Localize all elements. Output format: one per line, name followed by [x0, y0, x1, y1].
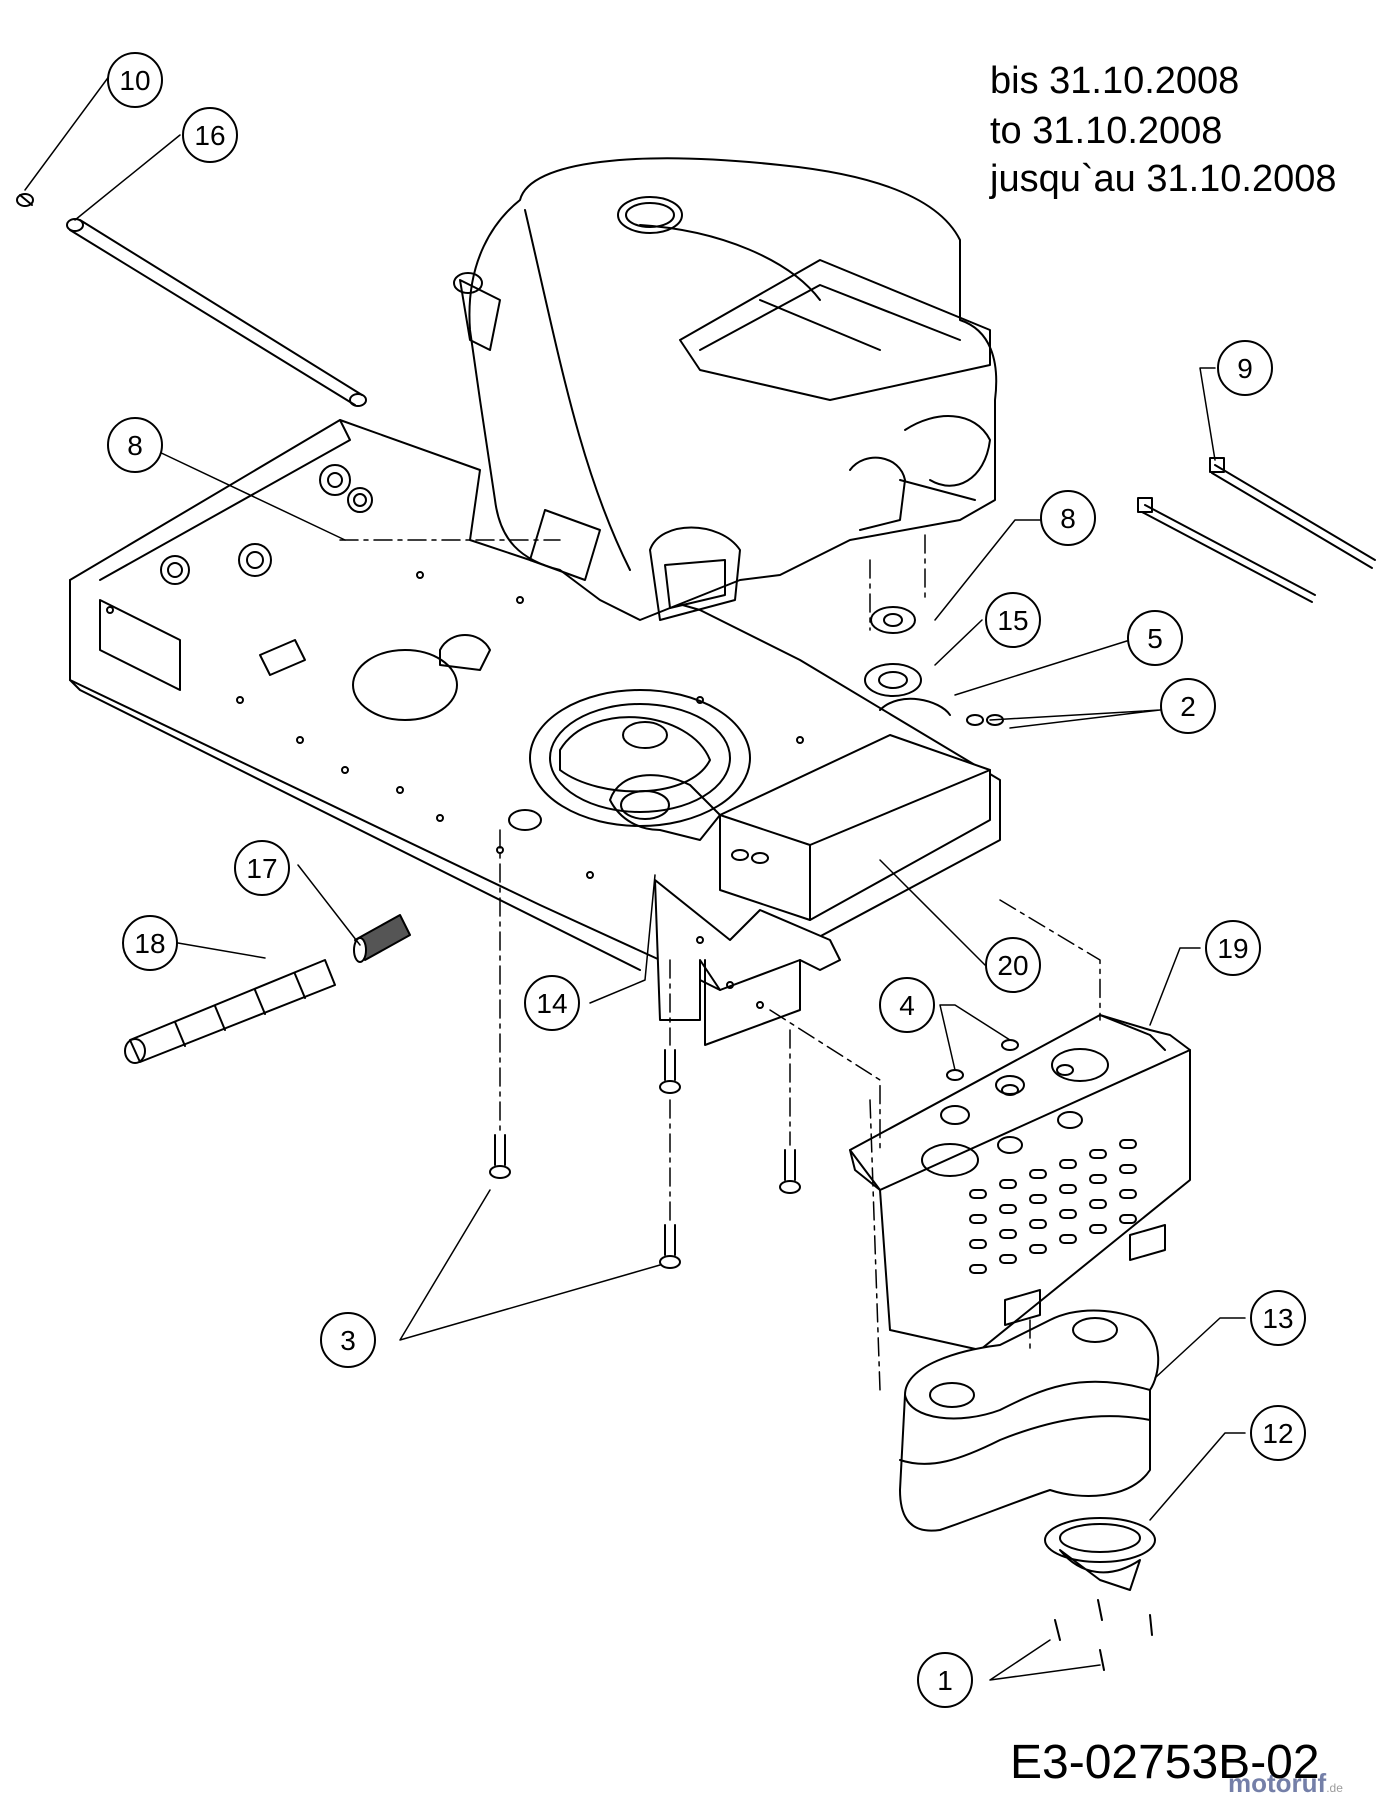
callout-2: 2 [1160, 678, 1216, 734]
callout-20: 20 [985, 937, 1041, 993]
callout-9: 9 [1217, 340, 1273, 396]
watermark-brand: motoruf [1228, 1768, 1327, 1798]
callout-3: 3 [320, 1312, 376, 1368]
svg-text:12: 12 [1262, 1418, 1293, 1449]
note-line-en: to 31.10.2008 [990, 110, 1223, 152]
cable-ties-9 [1137, 457, 1376, 603]
svg-text:4: 4 [899, 990, 915, 1021]
svg-text:3: 3 [340, 1325, 356, 1356]
svg-text:19: 19 [1217, 933, 1248, 964]
muffler [899, 1309, 1160, 1532]
svg-text:1: 1 [937, 1665, 953, 1696]
callout-1: 1 [917, 1652, 973, 1708]
svg-text:14: 14 [536, 988, 567, 1019]
callout-10: 10 [107, 52, 163, 108]
heat-shield [849, 1014, 1191, 1351]
svg-text:9: 9 [1237, 353, 1253, 384]
watermark-suffix: .de [1326, 1781, 1343, 1795]
svg-text:20: 20 [997, 950, 1028, 981]
callout-14: 14 [524, 975, 580, 1031]
svg-text:16: 16 [194, 120, 225, 151]
watermark: motoruf.de [1228, 1768, 1343, 1799]
svg-text:2: 2 [1180, 691, 1196, 722]
callout-4: 4 [879, 977, 935, 1033]
svg-text:18: 18 [134, 928, 165, 959]
svg-text:8: 8 [1060, 503, 1076, 534]
leader-lines [24, 74, 1246, 1681]
tube-16 [66, 218, 367, 407]
svg-text:13: 13 [1262, 1303, 1293, 1334]
callout-12: 12 [1250, 1405, 1306, 1461]
hose-18 [124, 959, 336, 1064]
exhaust-pipe [609, 606, 991, 921]
muffler-bracket [654, 879, 841, 1046]
exhaust-deflector [1044, 1517, 1156, 1591]
svg-text:15: 15 [997, 605, 1028, 636]
engine [453, 157, 998, 621]
svg-text:17: 17 [246, 853, 277, 884]
note-line-de: bis 31.10.2008 [990, 60, 1240, 102]
svg-text:10: 10 [119, 65, 150, 96]
svg-text:8: 8 [127, 430, 143, 461]
callout-8: 8 [1040, 490, 1096, 546]
callout-15: 15 [985, 592, 1041, 648]
connector-17 [353, 914, 411, 963]
callouts: 10 16 8 9 8 15 5 2 17 18 14 20 19 4 13 1… [107, 52, 1306, 1708]
callout-5: 5 [1127, 610, 1183, 666]
svg-text:5: 5 [1147, 623, 1163, 654]
assembly-lines [339, 534, 1101, 1391]
callout-17: 17 [234, 840, 290, 896]
clamp-10 [16, 193, 34, 207]
callout-13: 13 [1250, 1290, 1306, 1346]
callout-6: 8 [107, 417, 163, 473]
callout-19: 19 [1205, 920, 1261, 976]
callout-18: 18 [122, 915, 178, 971]
note-line-fr: jusqu`au 31.10.2008 [990, 158, 1337, 200]
callout-16: 16 [182, 107, 238, 163]
drawing-code: E3-02753B-02 [1010, 1736, 1320, 1789]
